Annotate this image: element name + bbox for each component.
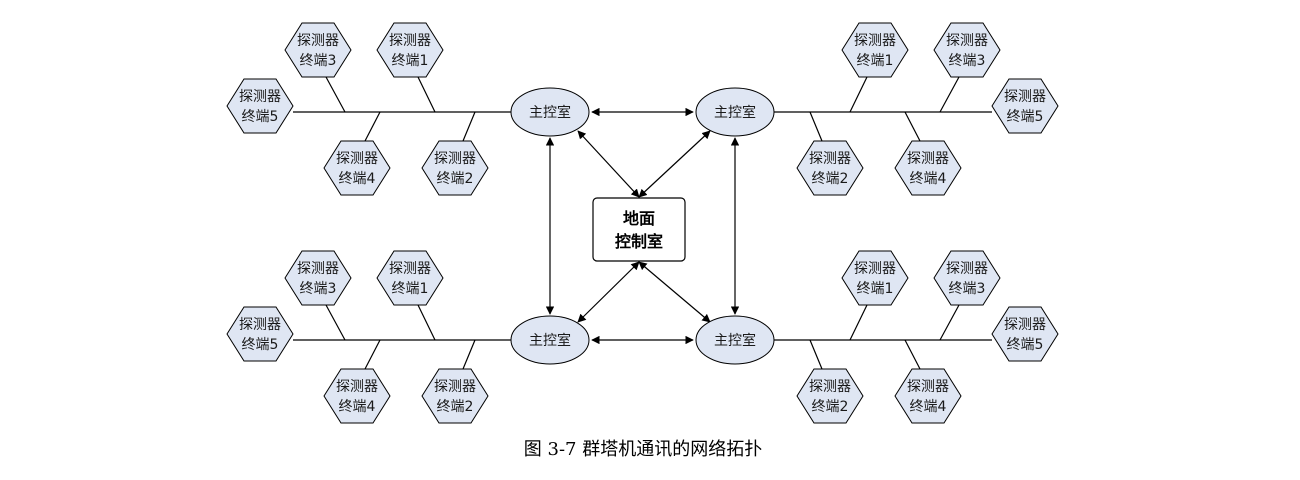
terminal-node [376, 250, 444, 306]
master-control-node [695, 87, 775, 137]
terminal-label-line1: 探测器 [434, 151, 476, 167]
ground-control-label-line2: 控制室 [615, 232, 663, 251]
ground-control-node [592, 197, 686, 262]
branch-line [939, 304, 960, 341]
terminal-label-line1: 探测器 [809, 151, 851, 167]
branch-line [462, 111, 476, 142]
terminal-label-line1: 探测器 [946, 261, 988, 277]
branch-line [809, 111, 823, 142]
terminal-label-line2: 终端3 [300, 281, 337, 297]
terminal-node [284, 22, 352, 78]
figure-caption: 图 3-7 群塔机通讯的网络拓扑 [524, 439, 762, 460]
master-control-node [695, 315, 775, 365]
terminal-label-line1: 探测器 [1004, 89, 1046, 105]
terminal-label-line2: 终端4 [339, 171, 376, 187]
terminal-node [284, 250, 352, 306]
terminal-label-line1: 探测器 [907, 151, 949, 167]
branch-line [849, 76, 868, 113]
branch-line [809, 339, 823, 370]
terminal-label-line2: 终端4 [339, 399, 376, 415]
terminal-label-line2: 终端2 [437, 171, 474, 187]
terminal-node [226, 306, 294, 362]
terminal-label-line2: 终端3 [949, 281, 986, 297]
terminal-node [376, 22, 444, 78]
terminal-label-line2: 终端5 [1007, 109, 1044, 125]
branch-line [325, 304, 346, 341]
terminal-label-line1: 探测器 [946, 33, 988, 49]
terminal-label-line1: 探测器 [434, 379, 476, 395]
terminal-node [894, 140, 962, 196]
terminal-node [933, 22, 1001, 78]
link-ground-br [638, 261, 711, 323]
terminal-label-line2: 终端2 [437, 399, 474, 415]
branch-line [904, 339, 921, 370]
terminal-label-line2: 终端3 [300, 53, 337, 69]
terminal-label-line2: 终端1 [392, 53, 429, 69]
link-ground-tr [638, 130, 711, 198]
terminal-label-line1: 探测器 [239, 317, 281, 333]
master-control-node [510, 315, 590, 365]
terminal-node [991, 78, 1059, 134]
terminal-label-line2: 终端2 [812, 399, 849, 415]
branch-line [417, 304, 436, 341]
terminal-label-line2: 终端4 [910, 399, 947, 415]
terminal-node [421, 368, 489, 424]
terminal-label-line1: 探测器 [907, 379, 949, 395]
terminal-node [421, 140, 489, 196]
terminal-label-line1: 探测器 [297, 33, 339, 49]
terminal-label-line2: 终端1 [857, 53, 894, 69]
terminal-node [894, 368, 962, 424]
terminal-label-line1: 探测器 [854, 33, 896, 49]
master-control-node [510, 87, 590, 137]
terminal-label-line2: 终端1 [857, 281, 894, 297]
branch-line [849, 304, 868, 341]
terminal-label-line2: 终端3 [949, 53, 986, 69]
terminal-label-line2: 终端5 [1007, 337, 1044, 353]
terminal-node [323, 368, 391, 424]
ground-control-label-line1: 地面 [623, 209, 655, 228]
terminal-label-line2: 终端5 [242, 337, 279, 353]
master-control-label: 主控室 [714, 332, 756, 349]
terminal-label-line1: 探测器 [336, 151, 378, 167]
branch-line [904, 111, 921, 142]
branch-line [364, 111, 381, 142]
connection-lines [293, 76, 992, 370]
terminal-label-line1: 探测器 [336, 379, 378, 395]
branch-line [939, 76, 960, 113]
terminal-node [991, 306, 1059, 362]
branch-line [325, 76, 346, 113]
terminal-label-line1: 探测器 [854, 261, 896, 277]
terminal-label-line2: 终端4 [910, 171, 947, 187]
master-control-label: 主控室 [529, 332, 571, 349]
branch-line [462, 339, 476, 370]
master-control-label: 主控室 [529, 104, 571, 121]
branch-line [364, 339, 381, 370]
terminal-label-line1: 探测器 [389, 261, 431, 277]
terminal-label-line2: 终端2 [812, 171, 849, 187]
terminal-node [226, 78, 294, 134]
terminal-label-line1: 探测器 [297, 261, 339, 277]
terminal-label-line1: 探测器 [1004, 317, 1046, 333]
link-ground-tl [577, 130, 640, 198]
terminal-node [841, 250, 909, 306]
terminal-label-line2: 终端5 [242, 109, 279, 125]
master-control-label: 主控室 [714, 104, 756, 121]
link-ground-bl [577, 261, 640, 323]
terminal-label-line2: 终端1 [392, 281, 429, 297]
terminal-label-line1: 探测器 [809, 379, 851, 395]
terminal-node [796, 140, 864, 196]
terminal-label-line1: 探测器 [389, 33, 431, 49]
terminal-node [796, 368, 864, 424]
terminal-node [841, 22, 909, 78]
terminal-node [323, 140, 391, 196]
terminal-label-line1: 探测器 [239, 89, 281, 105]
branch-line [417, 76, 436, 113]
terminal-node [933, 250, 1001, 306]
nodes-layer: 探测器终端3探测器终端1探测器终端5探测器终端4探测器终端2探测器终端1探测器终… [226, 22, 1059, 424]
